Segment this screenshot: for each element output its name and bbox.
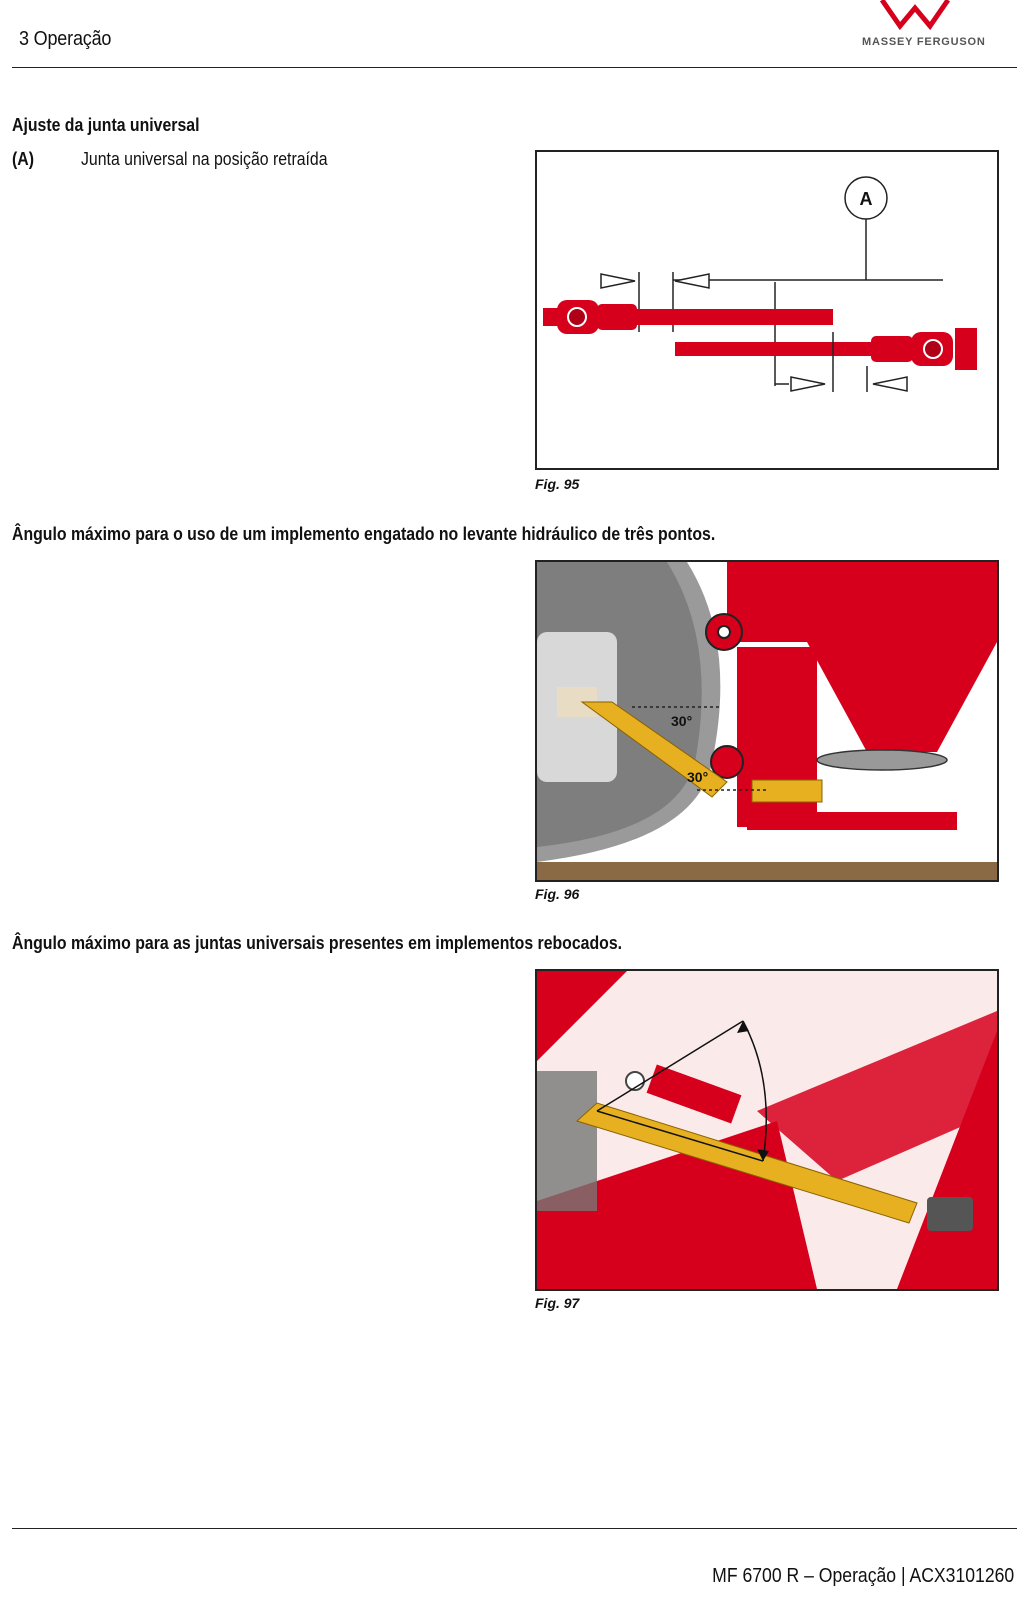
- retracted-joint-diagram: A: [543, 176, 977, 392]
- towed-implement-illustration: [537, 971, 997, 1289]
- massey-ferguson-logo-icon: [879, 0, 951, 31]
- legend-key-a: (A): [12, 149, 34, 169]
- legend-text-a: Junta universal na posição retraída: [81, 149, 328, 169]
- footer-divider: [12, 1528, 1017, 1529]
- section-heading-towed-implements: Ângulo máximo para as juntas universais …: [12, 933, 623, 953]
- header-divider: [12, 67, 1017, 68]
- figure-95: A: [535, 150, 999, 470]
- figure-97-caption: Fig. 97: [535, 1295, 580, 1311]
- figure-97: [535, 969, 999, 1291]
- three-point-hitch-illustration: 30° 30°: [537, 562, 997, 880]
- figure-96: 30° 30°: [535, 560, 999, 882]
- section-heading-three-point-hitch: Ângulo máximo para o uso de um implement…: [12, 524, 716, 544]
- callout-label: A: [860, 189, 873, 209]
- angle-label-bottom: 30°: [687, 769, 708, 785]
- brand-name: MASSEY FERGUSON: [862, 36, 986, 48]
- section-title: 3 Operação: [19, 28, 112, 50]
- section-heading-universal-joint: Ajuste da junta universal: [12, 115, 200, 135]
- footer-document-id: MF 6700 R – Operação | ACX3101260: [711, 1565, 1014, 1587]
- figure-95-caption: Fig. 95: [535, 476, 580, 492]
- angle-label-top: 30°: [671, 713, 692, 729]
- figure-96-caption: Fig. 96: [535, 886, 580, 902]
